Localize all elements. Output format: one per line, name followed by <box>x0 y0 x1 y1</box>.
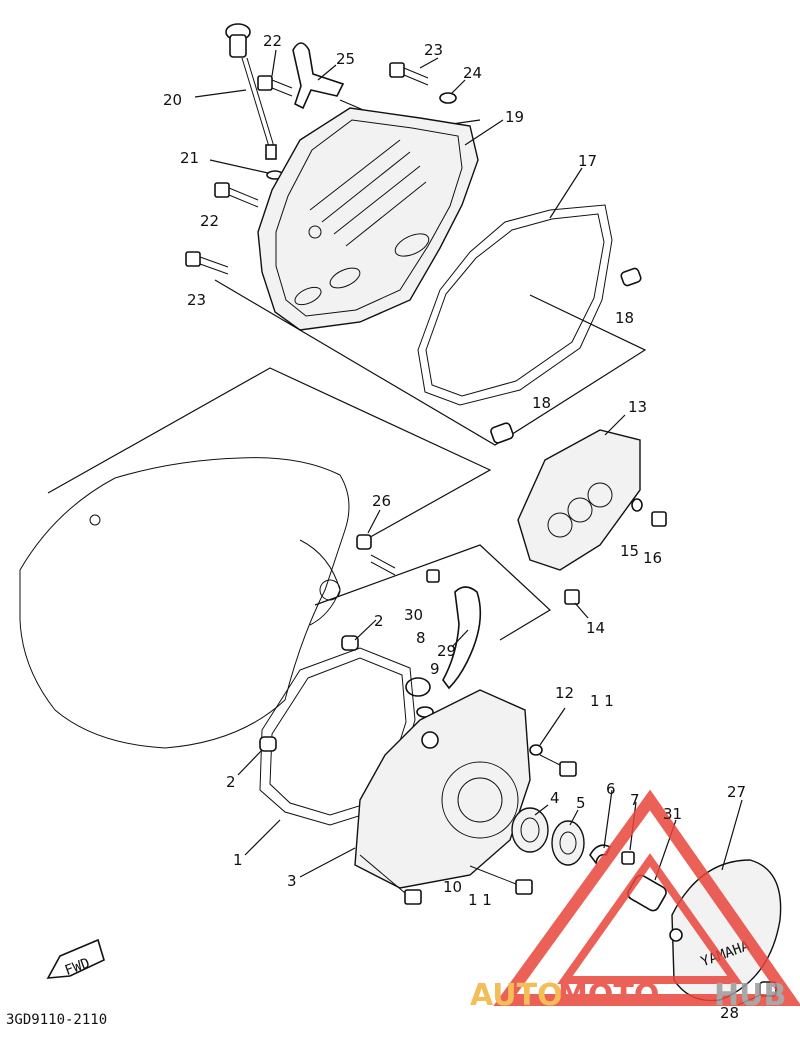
clutch-cover <box>257 107 479 331</box>
callout-1: 1 <box>233 851 243 869</box>
callout-23: 23 <box>187 291 206 309</box>
callout-6: 6 <box>606 780 616 798</box>
callout-4: 4 <box>550 789 560 807</box>
callout-19: 19 <box>505 108 524 126</box>
callout-labels: 20 22 25 23 24 19 21 17 22 23 18 18 13 2… <box>163 32 746 1022</box>
callout-14: 14 <box>586 619 605 637</box>
upper-assembly <box>185 23 647 446</box>
callout-23: 23 <box>424 41 443 59</box>
oil-pump-cover-assembly <box>356 414 667 619</box>
callout-28: 28 <box>720 1004 739 1022</box>
watermark-text-moto: MOTO <box>558 978 659 1013</box>
callout-30: 30 <box>404 606 423 624</box>
watermark-text-auto: AUTO <box>470 978 563 1013</box>
dipstick-part <box>225 23 277 160</box>
callout-26: 26 <box>372 492 391 510</box>
callout-21: 21 <box>180 149 199 167</box>
callout-2: 2 <box>374 612 384 630</box>
bolt-22-top <box>257 75 293 97</box>
callout-2: 2 <box>226 773 236 791</box>
callout-11: 1 1 <box>590 692 614 710</box>
callout-17: 17 <box>578 152 597 170</box>
callout-22: 22 <box>200 212 219 230</box>
callout-20: 20 <box>163 91 182 109</box>
callout-15: 15 <box>620 542 639 560</box>
callout-11: 1 1 <box>468 891 492 909</box>
fwd-arrow: FWD <box>46 938 105 979</box>
callout-25: 25 <box>336 50 355 68</box>
clutch-cover-gasket <box>417 204 613 406</box>
callout-18: 18 <box>532 394 551 412</box>
crankcase-outline <box>19 367 492 749</box>
callout-12: 12 <box>555 684 574 702</box>
lower-assembly: YAMAHA <box>237 544 782 1006</box>
callout-5: 5 <box>576 794 586 812</box>
crankcase-cover <box>354 689 531 889</box>
callout-22: 22 <box>263 32 282 50</box>
watermark-text-hub: HUB <box>714 978 786 1013</box>
callout-13: 13 <box>628 398 647 416</box>
callout-7: 7 <box>630 791 640 809</box>
callout-8: 8 <box>416 629 426 647</box>
callout-16: 16 <box>643 549 662 567</box>
callout-10: 10 <box>443 878 462 896</box>
drawing-code: 3GD9110-2110 <box>6 1012 107 1028</box>
watermark-logo: AUTO MOTO HUB <box>470 789 800 1013</box>
callout-9: 9 <box>430 660 440 678</box>
callout-29: 29 <box>437 642 456 660</box>
callout-27: 27 <box>727 783 746 801</box>
callout-31: 31 <box>663 805 682 823</box>
callout-3: 3 <box>287 872 297 890</box>
callout-18: 18 <box>615 309 634 327</box>
callout-24: 24 <box>463 64 482 82</box>
